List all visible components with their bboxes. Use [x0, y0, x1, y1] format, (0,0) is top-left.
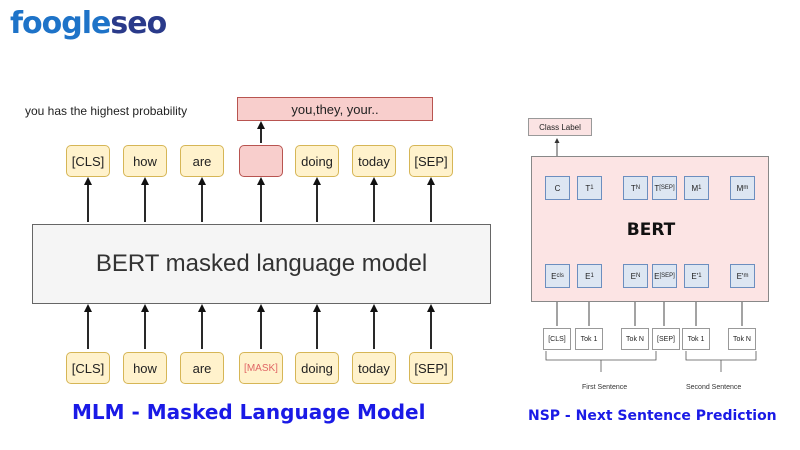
prediction-box: you,they, your.. [237, 97, 433, 121]
nsp-embedding-cell: E[SEP] [652, 264, 677, 288]
nsp-input-token: [SEP] [652, 328, 680, 350]
mlm-output-token: [CLS] [66, 145, 110, 177]
second-sentence-label: Second Sentence [686, 384, 742, 391]
mlm-input-token: are [180, 352, 224, 384]
mlm-input-token: doing [295, 352, 339, 384]
nsp-input-token: [CLS] [543, 328, 571, 350]
mlm-output-token: are [180, 145, 224, 177]
nsp-caption: NSP - Next Sentence Prediction [528, 408, 777, 424]
bert-mlm-model-box: BERT masked language model [32, 224, 491, 304]
nsp-bert-box [531, 156, 769, 302]
mlm-input-token: how [123, 352, 167, 384]
mlm-input-token-mask: [MASK] [239, 352, 283, 384]
nsp-output-cell: C [545, 176, 570, 200]
prediction-note: you has the highest probability [25, 104, 188, 118]
nsp-input-token: Tok N [621, 328, 649, 350]
mlm-output-token: how [123, 145, 167, 177]
mlm-input-token: today [352, 352, 396, 384]
first-sentence-label: First Sentence [582, 384, 628, 391]
mlm-caption: MLM - Masked Language Model [72, 400, 426, 424]
mlm-output-token-masked [239, 145, 283, 177]
nsp-output-cell: T[SEP] [652, 176, 677, 200]
mlm-input-token: [SEP] [409, 352, 453, 384]
nsp-class-label: Class Label [528, 118, 592, 136]
nsp-input-token: Tok 1 [575, 328, 603, 350]
nsp-embedding-cell: E'm [730, 264, 755, 288]
nsp-bert-title: BERT [626, 220, 676, 240]
foogleseo-logo: foogleseo [10, 6, 167, 41]
mlm-output-token: [SEP] [409, 145, 453, 177]
mlm-output-token: doing [295, 145, 339, 177]
nsp-input-token: Tok 1 [682, 328, 710, 350]
mlm-output-token: today [352, 145, 396, 177]
nsp-input-token: Tok N [728, 328, 756, 350]
mlm-input-token: [CLS] [66, 352, 110, 384]
nsp-embedding-cell: E'1 [684, 264, 709, 288]
